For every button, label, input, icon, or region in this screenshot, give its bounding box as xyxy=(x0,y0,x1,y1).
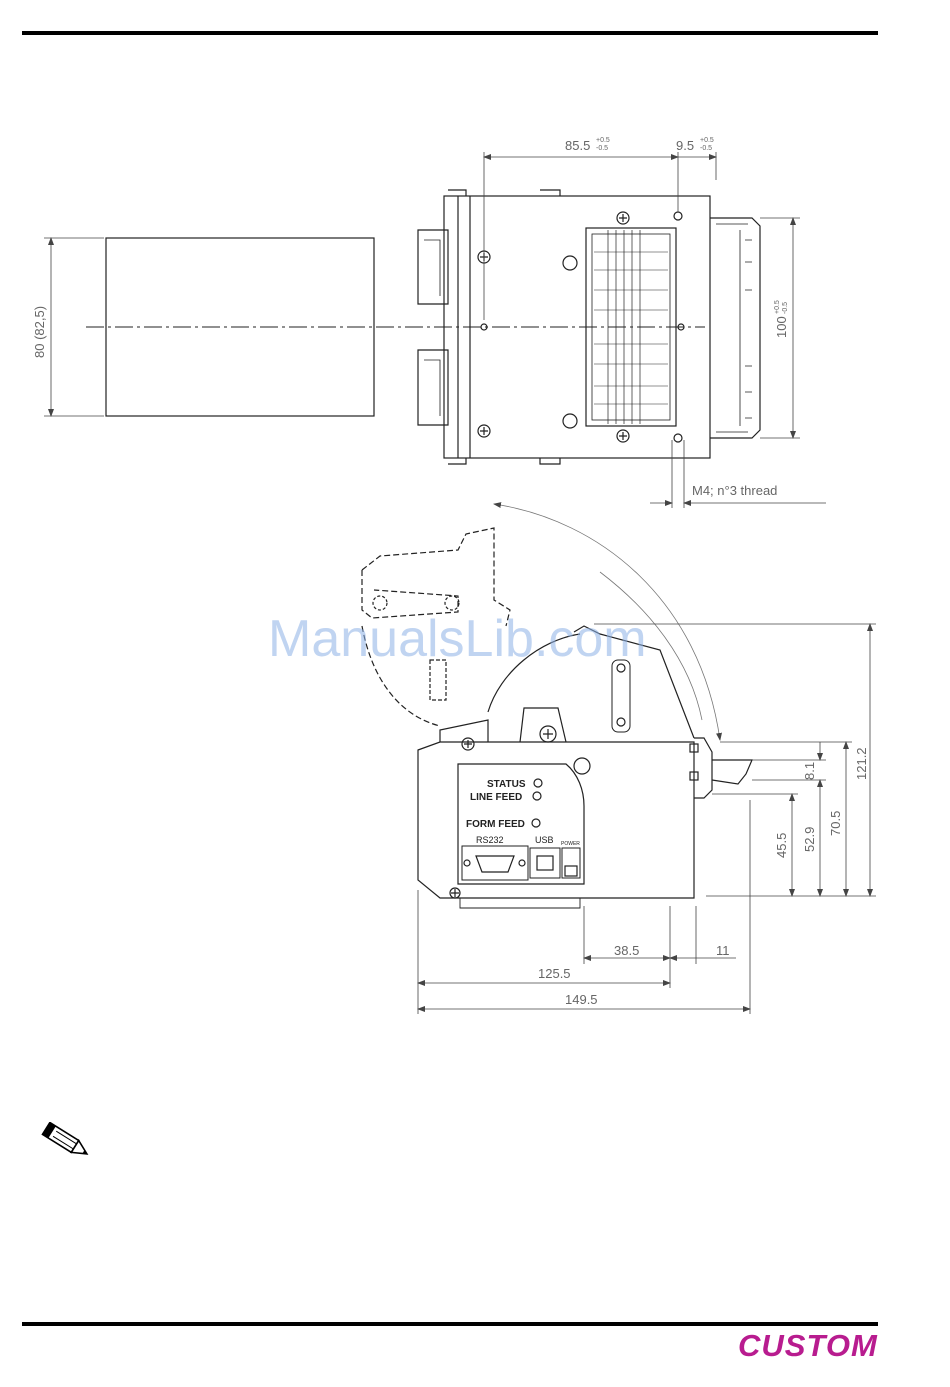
dim-100-tol-plus: +0.5 xyxy=(774,300,781,314)
dim-38-5: 38.5 xyxy=(614,943,639,958)
dim-45-5: 45.5 xyxy=(774,833,789,858)
dim-9-5-tol-minus: -0.5 xyxy=(700,145,712,152)
label-form-feed: FORM FEED xyxy=(466,819,525,830)
top-view xyxy=(86,190,760,464)
watermark: ManualsLib.com xyxy=(268,610,647,668)
label-usb: USB xyxy=(535,835,554,845)
dim-100: 100 xyxy=(774,316,789,338)
dim-121-2: 121.2 xyxy=(854,747,869,780)
rs232-port[interactable] xyxy=(462,846,528,880)
dim-85-5-tol-minus: -0.5 xyxy=(596,145,608,152)
dim-52-9: 52.9 xyxy=(802,827,817,852)
top-view-dimensions xyxy=(44,152,826,508)
status-led xyxy=(534,779,542,787)
printer-body-side xyxy=(418,742,694,898)
label-rs232: RS232 xyxy=(476,835,504,845)
dim-85-5: 85.5 xyxy=(565,138,590,153)
pencil-icon xyxy=(38,1122,94,1162)
usb-port[interactable] xyxy=(530,848,560,878)
dim-125-5: 125.5 xyxy=(538,966,571,981)
dim-9-5-tol-plus: +0.5 xyxy=(700,137,714,144)
paper-exit xyxy=(712,760,752,784)
dim-9-5: 9.5 xyxy=(676,138,694,153)
dim-70-5: 70.5 xyxy=(828,811,843,836)
dim-100-tol-minus: -0.5 xyxy=(782,302,789,314)
dim-149-5: 149.5 xyxy=(565,992,598,1007)
label-line-feed: LINE FEED xyxy=(470,792,522,803)
custom-logo: CUSTOM xyxy=(738,1328,878,1364)
footer-rule xyxy=(22,1322,878,1326)
dim-paper-width: 80 (82,5) xyxy=(32,306,47,358)
thread-note: M4; n°3 thread xyxy=(692,483,777,498)
line-feed-button[interactable] xyxy=(533,792,541,800)
dim-11: 11 xyxy=(716,943,730,958)
presenter xyxy=(710,218,760,438)
side-view xyxy=(362,504,752,908)
dim-85-5-tol-plus: +0.5 xyxy=(596,137,610,144)
label-power: POWER xyxy=(561,841,580,847)
front-knob xyxy=(694,738,712,798)
label-status: STATUS xyxy=(487,779,526,790)
form-feed-button[interactable] xyxy=(532,819,540,827)
dim-8-1: 8.1 xyxy=(802,762,817,780)
